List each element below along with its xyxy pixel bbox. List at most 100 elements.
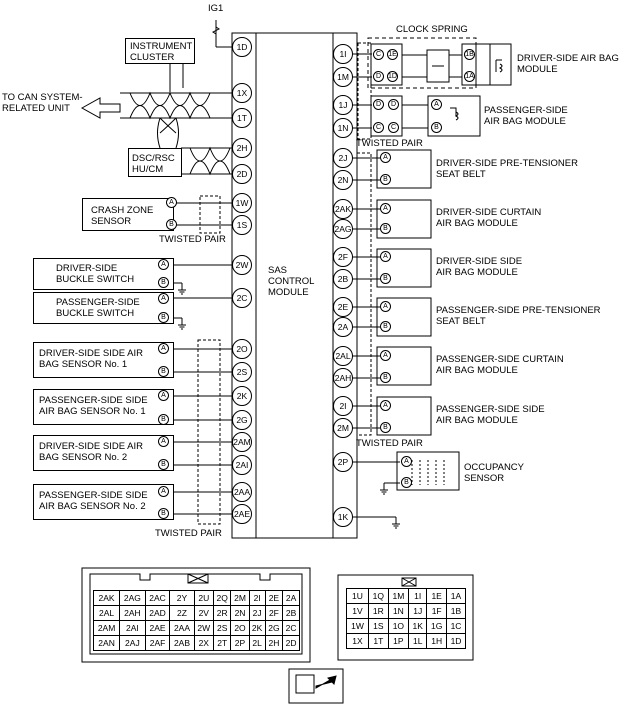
connector-cell: 2E <box>264 590 284 606</box>
module-pin: 2A <box>333 317 353 337</box>
connector-cell: 2AD <box>144 605 171 621</box>
terminal-a: A <box>431 99 442 110</box>
clock-spring-pin: 1D <box>387 71 398 82</box>
connector-cell: 1D <box>446 633 466 649</box>
connector-cell: 2N <box>230 605 250 621</box>
connector-cell: 1C <box>446 618 466 634</box>
terminal-b: B <box>158 414 169 425</box>
twisted-pair-label: TWISTED PAIR <box>159 234 226 245</box>
module-pin: 2M <box>333 418 353 438</box>
module-label: PASSENGER-SIDE CURTAIN AIR BAG MODULE <box>436 354 564 376</box>
module-pin: 2S <box>232 362 252 382</box>
driver-side-sensor-2-block: DRIVER-SIDE SIDE AIR BAG SENSOR No. 2 <box>33 435 174 471</box>
can-label: TO CAN SYSTEM- RELATED UNIT <box>2 92 83 114</box>
terminal-a: A <box>158 343 169 354</box>
connector-cell: 1T <box>367 633 389 649</box>
terminal-a: A <box>158 436 169 447</box>
connector-cell: 2AG <box>119 590 146 606</box>
module-pin: 2W <box>232 255 252 275</box>
connector-cell: 2R <box>212 605 232 621</box>
connector-cell: 2P <box>230 635 250 651</box>
module-pin: 2F <box>333 247 353 267</box>
connector-cell: 2Y <box>169 590 195 606</box>
clock-spring-pin: 1E <box>387 49 398 60</box>
module-pin: 2D <box>232 164 252 184</box>
connector-cell: 2F <box>264 605 284 621</box>
connector-cell: 2J <box>248 605 266 621</box>
block-label: PASSENGER-SIDE BUCKLE SWITCH <box>56 297 140 319</box>
block-label: DSC/RSC HU/CM <box>132 153 175 175</box>
connector-cell: 2AM <box>92 620 121 636</box>
terminal-c: C <box>373 122 384 133</box>
terminal-b: B <box>158 459 169 470</box>
module-pin: 1X <box>232 83 252 103</box>
connector-cell: 1I <box>408 588 428 604</box>
connector-cell: 1V <box>346 603 369 619</box>
module-pin: 2N <box>333 170 353 190</box>
clock-spring-pin: 1B <box>464 49 475 60</box>
connector-cell: 2T <box>212 635 232 651</box>
connector-cell: 2AH <box>119 605 146 621</box>
terminal-a: A <box>158 293 169 304</box>
module-pin: 2AE <box>232 504 252 524</box>
terminal-a: A <box>380 251 391 262</box>
ig1-label: IG1 <box>208 3 224 14</box>
module-pin: 2J <box>333 148 353 168</box>
connector-cell: 1S <box>367 618 389 634</box>
module-label: DRIVER-SIDE PRE-TENSIONER SEAT BELT <box>436 158 578 180</box>
connector-cell: 1K <box>408 618 428 634</box>
module-pin: 1W <box>232 193 252 213</box>
terminal-b: B <box>158 312 169 323</box>
connector-cell: 1A <box>446 588 466 604</box>
passenger-buckle-switch-block: PASSENGER-SIDE BUCKLE SWITCH <box>33 292 174 324</box>
block-label: INSTRUMENT CLUSTER <box>130 41 193 63</box>
connector-cell: 1B <box>446 603 466 619</box>
connector-cell: 2M <box>230 590 250 606</box>
terminal-a: A <box>158 486 169 497</box>
connector-cell: 2D <box>282 635 300 651</box>
connector-cell: 1P <box>387 633 410 649</box>
module-pin: 2O <box>232 339 252 359</box>
sas-module-label: SAS CONTROL MODULE <box>268 265 315 298</box>
module-label: DRIVER-SIDE SIDE AIR BAG MODULE <box>436 256 523 278</box>
twisted-pair-label: TWISTED PAIR <box>356 438 423 449</box>
terminal-a: A <box>380 152 391 163</box>
terminal-b: B <box>401 477 412 488</box>
module-pin: 2P <box>333 452 353 472</box>
connector-cell: 1W <box>346 618 369 634</box>
connector-cell: 2Z <box>169 605 195 621</box>
connector-cell: 1N <box>387 603 410 619</box>
twisted-pair-label: TWISTED PAIR <box>356 138 423 149</box>
terminal-b: B <box>380 372 391 383</box>
clock-spring-label: CLOCK SPRING <box>396 24 468 35</box>
terminal-b: B <box>166 219 177 230</box>
passenger-side-sensor-2-block: PASSENGER-SIDE SIDE AIR BAG SENSOR No. 2 <box>33 484 174 520</box>
module-pin: 2AL <box>333 346 353 366</box>
module-pin: 2K <box>232 386 252 406</box>
connector-cell: 2X <box>193 635 215 651</box>
terminal-a: A <box>158 259 169 270</box>
module-label: PASSENGER-SIDE AIR BAG MODULE <box>484 105 568 127</box>
connector-cell: 2C <box>282 620 300 636</box>
module-label: PASSENGER-SIDE SIDE AIR BAG MODULE <box>436 404 545 426</box>
connector-cell: 1H <box>426 633 448 649</box>
terminal-a: A <box>380 203 391 214</box>
connector-cell: 1G <box>426 618 448 634</box>
passenger-side-sensor-1-block: PASSENGER-SIDE SIDE AIR BAG SENSOR No. 1 <box>33 389 174 425</box>
terminal-b: B <box>158 366 169 377</box>
module-pin: 2AG <box>333 219 353 239</box>
connector-cell: 1X <box>346 633 369 649</box>
module-pin: 2C <box>232 288 252 308</box>
connector-cell: 2AK <box>92 590 121 606</box>
module-pin: 1N <box>333 118 353 138</box>
module-pin: 1T <box>232 108 252 128</box>
terminal-b: B <box>158 277 169 288</box>
connector-cell: 2AN <box>92 635 121 651</box>
driver-buckle-switch-block: DRIVER-SIDE BUCKLE SWITCH <box>33 258 174 290</box>
